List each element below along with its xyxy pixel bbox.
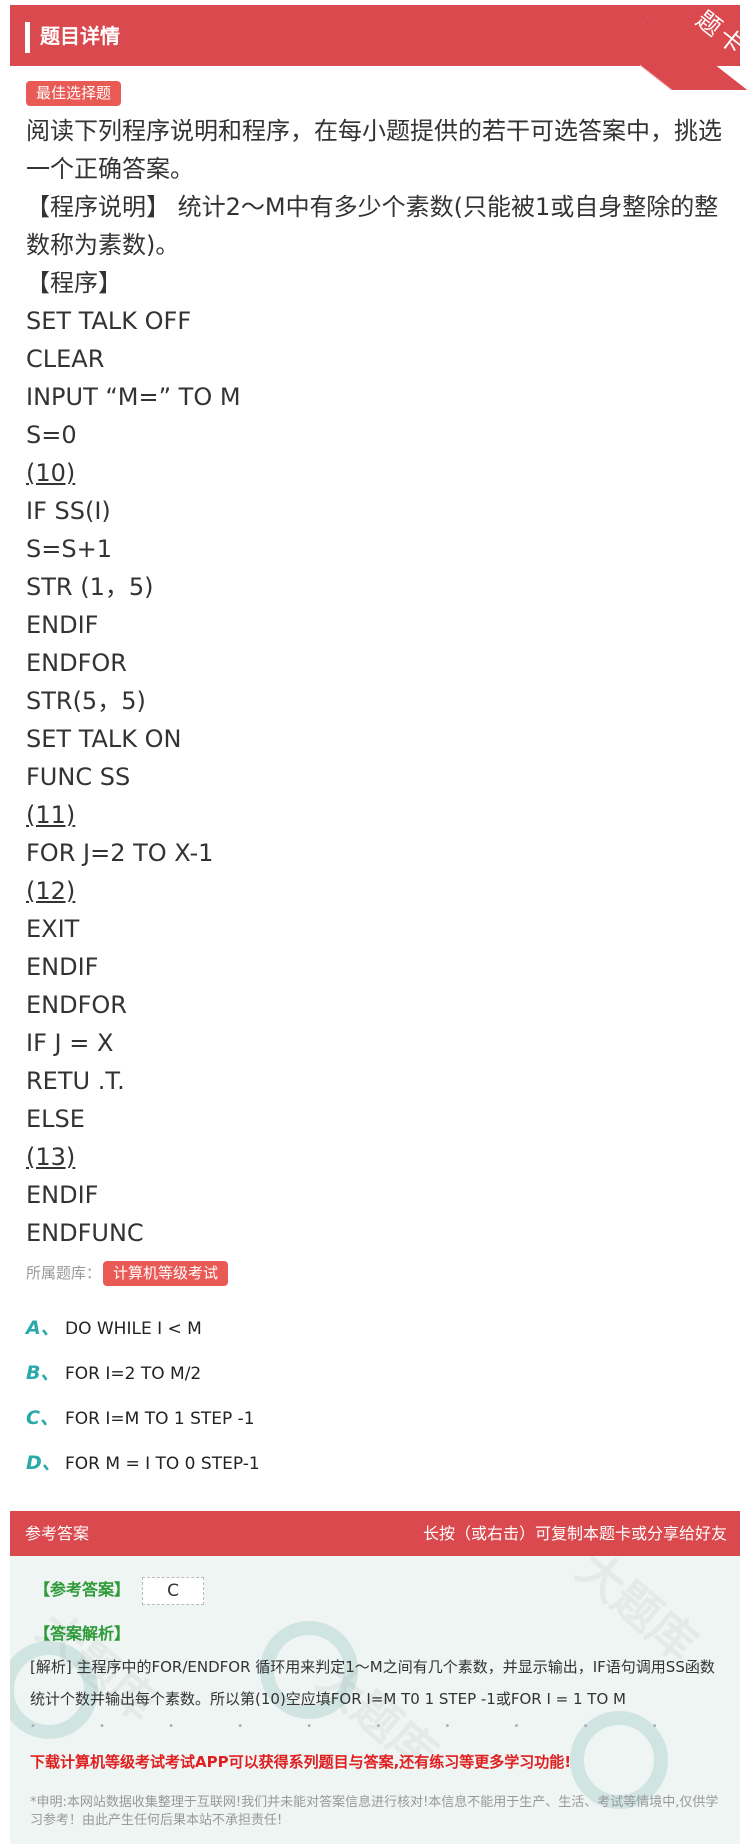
question-line: 阅读下列程序说明和程序，在每小题提供的若干可选答案中，挑选 <box>26 117 722 145</box>
app-download-promo[interactable]: 下载计算机等级考试考试APP可以获得系列题目与答案,还有练习等更多学习功能! <box>30 1753 572 1771</box>
question-line: S=S+1 <box>26 535 112 563</box>
question-line: 【程序】 <box>26 269 122 297</box>
question-card-tab[interactable]: 题卡 <box>640 0 750 90</box>
question-line: STR (1，5) <box>26 573 154 601</box>
option-text: DO WHILE I < M <box>65 1319 202 1339</box>
question-line: ENDFOR <box>26 991 127 1019</box>
question-line: IF J = X <box>26 1029 114 1057</box>
question-body: 阅读下列程序说明和程序，在每小题提供的若干可选答案中，挑选一个正确答案。【程序说… <box>26 112 726 1252</box>
question-line: FUNC SS <box>26 763 131 791</box>
option-c[interactable]: C、 FOR I=M TO 1 STEP -1 <box>26 1398 726 1443</box>
question-line: FOR J=2 TO X-1 <box>26 839 214 867</box>
option-letter: C、 <box>26 1407 59 1429</box>
disclaimer: *申明:本网站数据收集整理于互联网!我们并未能对答案信息进行核对!本信息不能用于… <box>30 1795 719 1828</box>
analysis-label: 【答案解析】 <box>34 1624 131 1643</box>
decorative-dots: • • • • • • • • • • • • • • • • • • • • … <box>30 1721 720 1732</box>
question-line: INPUT “M=” TO M <box>26 383 241 411</box>
option-text: FOR M = I TO 0 STEP-1 <box>65 1454 260 1474</box>
question-line: CLEAR <box>26 345 105 373</box>
option-text: FOR I=M TO 1 STEP -1 <box>65 1409 255 1429</box>
question-line: ENDIF <box>26 611 99 639</box>
detail-header: 题目详情 <box>10 5 740 66</box>
question-line: SET TALK OFF <box>26 307 192 335</box>
question-line: ENDIF <box>26 1181 99 1209</box>
question-line: ENDFOR <box>26 649 127 677</box>
question-line: EXIT <box>26 915 80 943</box>
analysis-text: [解析] 主程序中的FOR/ENDFOR 循环用来判定1～M之间有几个素数，并显… <box>30 1658 715 1708</box>
option-d[interactable]: D、FOR M = I TO 0 STEP-1 <box>26 1443 726 1488</box>
question-line: SET TALK ON <box>26 725 182 753</box>
question-type-badge: 最佳选择题 <box>26 81 122 106</box>
page-title: 题目详情 <box>40 24 120 48</box>
answer-card[interactable]: 大题库 大题库 大题库 参考答案 长按（或右击）可复制本题卡或分享给好友 【参考… <box>10 1511 740 1844</box>
question-bank: 所属题库：计算机等级考试 <box>26 1260 229 1286</box>
option-text: FOR I=2 TO M/2 <box>65 1364 202 1384</box>
question-line: (13) <box>26 1143 76 1171</box>
bank-tag[interactable]: 计算机等级考试 <box>103 1261 229 1286</box>
question-line: 【程序说明】 统计2～M中有多少个素数(只能被1或自身整除的整 <box>26 193 719 221</box>
answer-card-header: 参考答案 长按（或右击）可复制本题卡或分享给好友 <box>10 1511 740 1556</box>
options-list: A、DO WHILE I < M B、FOR I=2 TO M/2 C、 FOR … <box>26 1308 726 1488</box>
question-line: 数称为素数)。 <box>26 231 180 259</box>
answer-card-title: 参考答案 <box>25 1524 90 1543</box>
question-line: (12) <box>26 877 76 905</box>
reference-answer: 【参考答案】 C <box>34 1576 205 1605</box>
question-line: ELSE <box>26 1105 85 1133</box>
option-letter: B、 <box>26 1362 60 1384</box>
option-letter: D、 <box>26 1452 61 1474</box>
question-line: ENDFUNC <box>26 1219 144 1247</box>
share-hint: 长按（或右击）可复制本题卡或分享给好友 <box>422 1524 727 1543</box>
question-line: STR(5，5) <box>26 687 146 715</box>
question-line: S=0 <box>26 421 77 449</box>
option-a[interactable]: A、DO WHILE I < M <box>26 1308 726 1353</box>
reference-answer-label: 【参考答案】 <box>34 1580 131 1599</box>
option-letter: A、 <box>26 1317 60 1339</box>
question-line: (11) <box>26 801 76 829</box>
question-line: IF SS(I) <box>26 497 111 525</box>
question-line: (10) <box>26 459 76 487</box>
bank-label: 所属题库： <box>26 1264 102 1282</box>
header-accent-bar <box>25 22 30 53</box>
option-b[interactable]: B、FOR I=2 TO M/2 <box>26 1353 726 1398</box>
question-line: ENDIF <box>26 953 99 981</box>
question-line: 一个正确答案。 <box>26 155 194 183</box>
question-line: RETU .T. <box>26 1067 125 1095</box>
answer-image: C <box>142 1576 205 1605</box>
